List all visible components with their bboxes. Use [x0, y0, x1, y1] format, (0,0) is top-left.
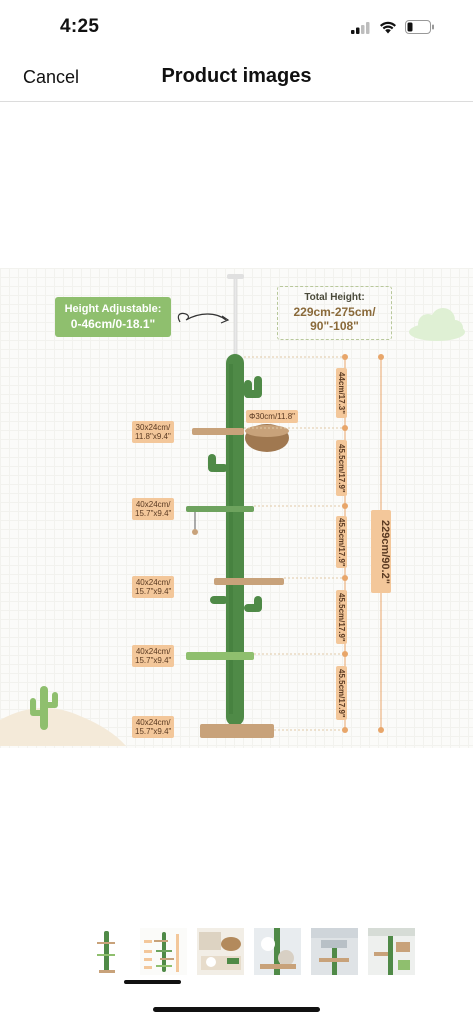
basket-diameter-tag: Φ30cm/11.8"	[246, 410, 298, 423]
battery-icon	[405, 20, 435, 39]
product-image[interactable]: Height Adjustable: 0-46cm/0-18.1" Total …	[0, 268, 473, 748]
thumbnail-6[interactable]	[368, 928, 415, 975]
signal-icon	[351, 21, 371, 39]
wifi-icon	[379, 21, 397, 39]
thumbnail-2[interactable]	[140, 928, 187, 975]
segment-dim: 45.5cm/17.9"	[336, 516, 347, 568]
segment-dim: 45.5cm/17.9"	[336, 440, 347, 496]
height-adjustable-value: 0-46cm/0-18.1"	[70, 317, 156, 331]
status-bar: 4:25	[0, 0, 473, 56]
status-time: 4:25	[60, 16, 100, 37]
status-icons	[351, 20, 435, 39]
small-cactus-icon	[30, 686, 58, 730]
platform-tag: 40x24cm/ 15.7"x9.4"	[132, 645, 175, 667]
height-adjustable-callout: Height Adjustable: 0-46cm/0-18.1"	[55, 297, 171, 337]
total-height-label: Total Height:	[304, 292, 365, 303]
total-height-value-line2: 90"-108"	[310, 319, 359, 333]
thumbnail-1[interactable]	[83, 928, 130, 975]
home-indicator[interactable]	[153, 1007, 320, 1012]
cat-tree-illustration	[0, 274, 465, 746]
segment-dim: 45.5cm/17.9"	[336, 590, 347, 644]
platform-tag: 40x24cm/ 15.7"x9.4"	[132, 576, 175, 598]
cancel-button[interactable]: Cancel	[23, 67, 80, 87]
platform-tag: 30x24cm/ 11.8"x9.4"	[132, 421, 174, 443]
total-height-value-line1: 229cm-275cm/	[293, 305, 376, 319]
cloud-icon	[409, 308, 465, 341]
total-height-dim: 229cm/90.2"	[371, 510, 391, 593]
height-adjustable-label: Height Adjustable:	[64, 303, 162, 315]
platform-tag: 40x24cm/ 15.7"x9.4"	[132, 498, 175, 520]
ground-decoration	[0, 707, 126, 746]
thumbnail-4[interactable]	[254, 928, 301, 975]
total-height-callout: Total Height: 229cm-275cm/ 90"-108"	[277, 286, 392, 340]
segment-dim: 44cm/17.3"	[336, 368, 347, 418]
segment-dim: 45.5cm/17.9"	[336, 666, 347, 720]
page-title: Product images	[161, 65, 312, 87]
nav-bar: Cancel Product images	[0, 56, 473, 102]
thumbnail-3[interactable]	[197, 928, 244, 975]
thumbnail-5[interactable]	[311, 928, 358, 975]
platform-tag: 40x24cm/ 15.7"x9.4"	[132, 716, 175, 738]
thumbnail-strip	[83, 928, 415, 975]
selected-thumbnail-indicator	[124, 980, 181, 984]
